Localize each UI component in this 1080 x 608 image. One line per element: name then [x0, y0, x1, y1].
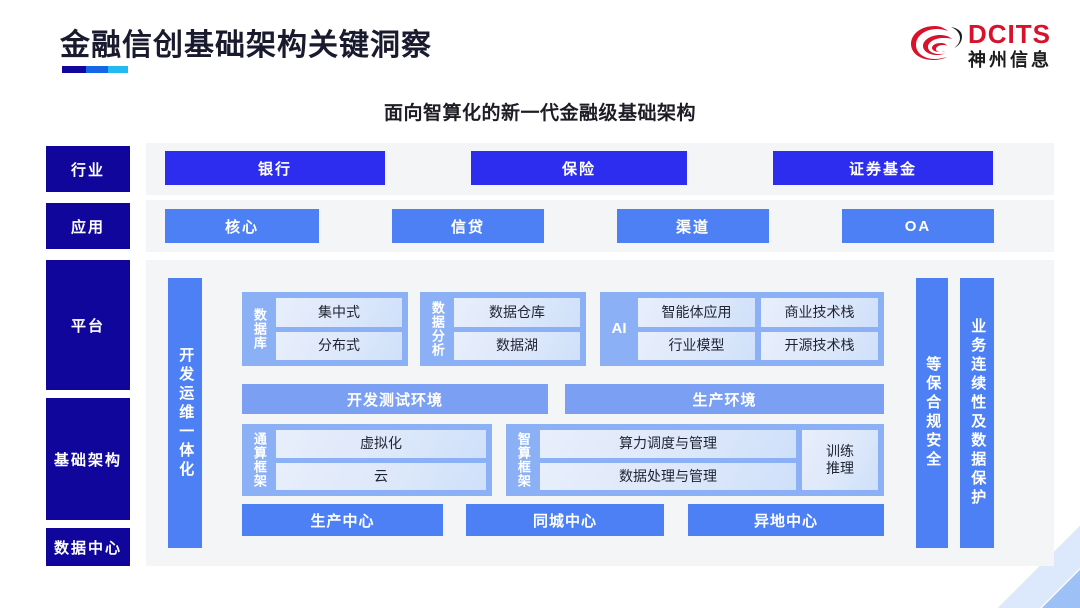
row-label-application: 应用 [46, 203, 130, 249]
cell-data-processing[interactable]: 数据处理与管理 [540, 462, 796, 490]
cell-commercial-tech-stack[interactable]: 商业技术栈 [761, 298, 878, 327]
group-data-analysis: 数据分析 数据仓库 数据湖 [420, 292, 586, 366]
vertical-bar-devops: 开发运维一体化 [168, 278, 202, 548]
cell-opensource-tech-stack[interactable]: 开源技术栈 [761, 331, 878, 360]
row-label-platform: 平台 [46, 260, 130, 390]
application-item-oa[interactable]: OA [842, 209, 994, 243]
cell-compute-scheduling[interactable]: 算力调度与管理 [540, 430, 796, 458]
application-item-channel[interactable]: 渠道 [617, 209, 769, 243]
group-general-compute-framework: 通算框架 虚拟化 云 [242, 424, 492, 496]
title-accent-rule [62, 66, 128, 73]
industry-item-securities-fund[interactable]: 证券基金 [773, 151, 993, 185]
industry-item-insurance[interactable]: 保险 [471, 151, 687, 185]
group-label-ai: AI [611, 320, 627, 338]
cell-distributed[interactable]: 分布式 [276, 331, 402, 360]
brand-logo: DCITS 神州信息 [910, 18, 1052, 72]
application-item-core[interactable]: 核心 [165, 209, 319, 243]
cell-centralized[interactable]: 集中式 [276, 298, 402, 327]
row-label-infrastructure: 基础架构 [46, 398, 130, 520]
cell-cloud[interactable]: 云 [276, 462, 486, 490]
group-intelligent-compute-framework: 智算框架 算力调度与管理 数据处理与管理 训练 推理 [506, 424, 884, 496]
datacenter-remote[interactable]: 异地中心 [688, 504, 884, 536]
slide-subtitle: 面向智算化的新一代金融级基础架构 [383, 103, 696, 124]
cell-industry-model[interactable]: 行业模型 [638, 331, 755, 360]
group-ai: AI 智能体应用 行业模型 商业技术栈 开源技术栈 [600, 292, 884, 366]
group-label-database: 数据库 [251, 308, 267, 350]
dcits-swirl-icon [911, 26, 962, 60]
group-database: 数据库 集中式 分布式 [242, 292, 408, 366]
group-label-data-analysis: 数据分析 [429, 301, 445, 357]
cell-agent-application[interactable]: 智能体应用 [638, 298, 755, 327]
env-bar-dev-test[interactable]: 开发测试环境 [242, 384, 548, 414]
cell-training-inference[interactable]: 训练 推理 [802, 430, 878, 490]
cell-data-lake[interactable]: 数据湖 [454, 331, 580, 360]
cell-data-warehouse[interactable]: 数据仓库 [454, 298, 580, 327]
vertical-bar-security-compliance: 等保合规安全 [916, 278, 948, 548]
group-label-general-compute: 通算框架 [251, 432, 267, 488]
application-item-credit[interactable]: 信贷 [392, 209, 544, 243]
row-label-industry: 行业 [46, 146, 130, 192]
group-label-intelligent-compute: 智算框架 [515, 432, 531, 488]
env-bar-production[interactable]: 生产环境 [565, 384, 884, 414]
slide-header: 金融信创基础架构关键洞察 DCITS 神州信息 [0, 0, 1080, 86]
page-title: 金融信创基础架构关键洞察 [60, 29, 432, 62]
vertical-bar-business-continuity: 业务连续性及数据保护 [960, 278, 994, 548]
logo-text-cn: 神州信息 [968, 50, 1052, 70]
industry-item-bank[interactable]: 银行 [165, 151, 385, 185]
logo-text-en: DCITS [968, 19, 1051, 49]
datacenter-production[interactable]: 生产中心 [242, 504, 443, 536]
datacenter-same-city[interactable]: 同城中心 [466, 504, 664, 536]
row-label-datacenter: 数据中心 [46, 528, 130, 566]
cell-virtualization[interactable]: 虚拟化 [276, 430, 486, 458]
